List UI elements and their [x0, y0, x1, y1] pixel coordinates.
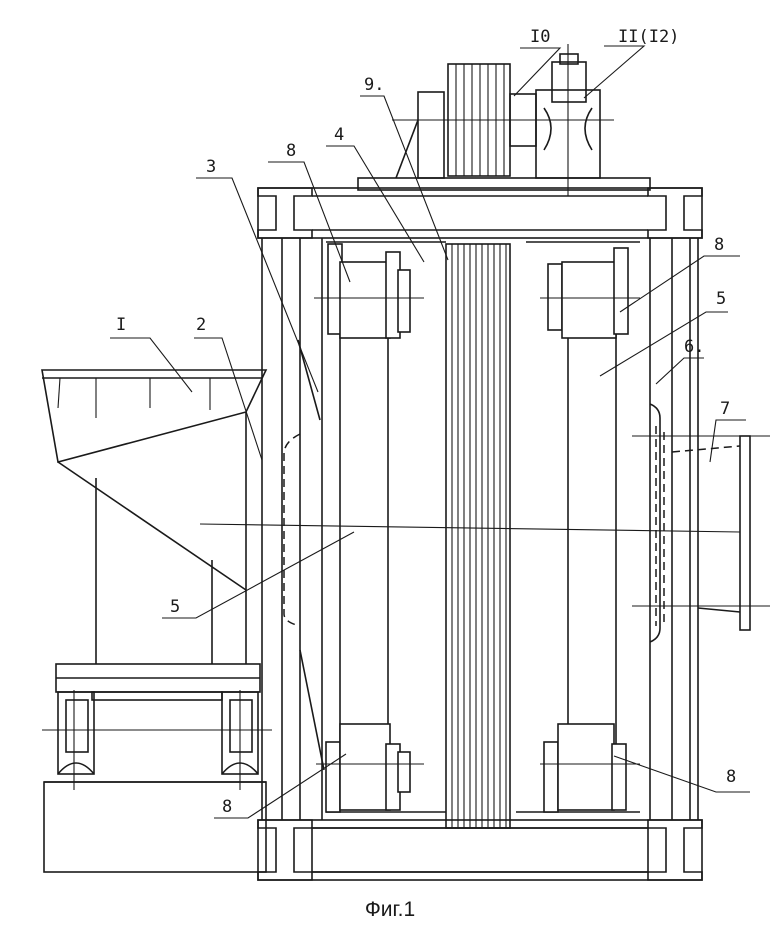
label-8-bottom-left: 8 [222, 797, 232, 817]
label-9: 9. [364, 75, 384, 95]
belts [339, 334, 617, 760]
label-8-top-left: 8 [286, 141, 296, 161]
rollers [314, 243, 640, 813]
bottom-beam [257, 819, 703, 881]
side-hatches [283, 403, 665, 643]
leader-lines [110, 45, 750, 819]
centerline [199, 523, 741, 533]
plate-stack [445, 243, 511, 829]
label-3: 3 [206, 157, 216, 177]
discharge-flange [632, 435, 770, 631]
label-4: 4 [334, 125, 344, 145]
label-11-12: II(I2) [618, 27, 679, 47]
label-10: I0 [530, 27, 550, 47]
label-6: 6. [684, 337, 704, 357]
top-beam [257, 187, 703, 239]
label-5-right: 5 [716, 289, 726, 309]
label-7: 7 [720, 399, 730, 419]
top-drive [357, 44, 651, 196]
label-2: 2 [196, 315, 206, 335]
label-hopper: I [116, 315, 126, 335]
label-8-bottom-right: 8 [726, 767, 736, 787]
frame [261, 238, 699, 820]
label-8-top-right: 8 [714, 235, 724, 255]
hopper [41, 369, 268, 664]
figure-caption: Фиг.1 [365, 898, 415, 921]
label-5-left: 5 [170, 597, 180, 617]
carriage [42, 663, 272, 873]
